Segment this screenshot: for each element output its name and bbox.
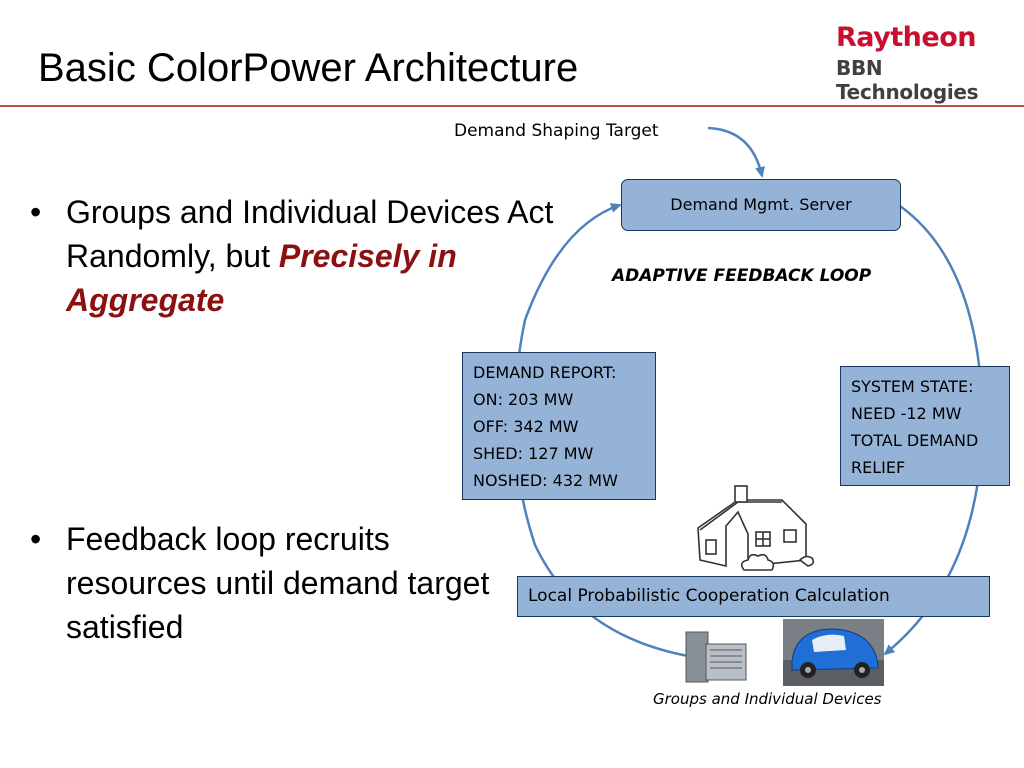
loop-label: ADAPTIVE FEEDBACK LOOP [612,266,872,286]
bullet-1-emphasis: Precisely in Aggregate [66,238,457,318]
system-state-line: NEED -12 MW [851,404,962,423]
demand-report-line: OFF: 342 MW [473,417,579,436]
system-state-line: SYSTEM STATE: [851,377,974,396]
title-rule [0,105,1024,107]
demand-report-line: NOSHED: 432 MW [473,471,618,490]
bullet-dot: • [30,194,42,230]
house-icon [697,485,815,571]
bullet-1-text: Groups and Individual Devices Act Random… [66,194,554,274]
ac-unit-icon [685,631,747,683]
target-arrow [707,126,765,178]
local-calc-label: Local Probabilistic Cooperation Calculat… [528,586,890,606]
demand-report-box: DEMAND REPORT: ON: 203 MW OFF: 342 MW SH… [462,352,656,500]
devices-caption: Groups and Individual Devices [653,690,882,708]
system-state-box: SYSTEM STATE: NEED -12 MW TOTAL DEMAND R… [840,366,1010,486]
demand-report-line: ON: 203 MW [473,390,574,409]
system-state-line: RELIEF [851,458,906,477]
bullet-dot: • [30,521,42,557]
raytheon-logo: Raytheon [836,22,977,53]
demand-report-line: SHED: 127 MW [473,444,594,463]
demand-report-line: DEMAND REPORT: [473,363,617,382]
local-calc-box: Local Probabilistic Cooperation Calculat… [517,576,990,617]
system-state-line: TOTAL DEMAND [851,431,979,450]
slide-title: Basic ColorPower Architecture [38,46,579,90]
demand-server-box: Demand Mgmt. Server [621,179,901,231]
bullet-2-text: Feedback loop recruits resources until d… [66,521,490,645]
bbn-logo: BBN Technologies [836,56,979,104]
demand-target-label: Demand Shaping Target [454,121,659,141]
demand-server-label: Demand Mgmt. Server [670,195,852,214]
electric-car-icon [783,619,884,686]
